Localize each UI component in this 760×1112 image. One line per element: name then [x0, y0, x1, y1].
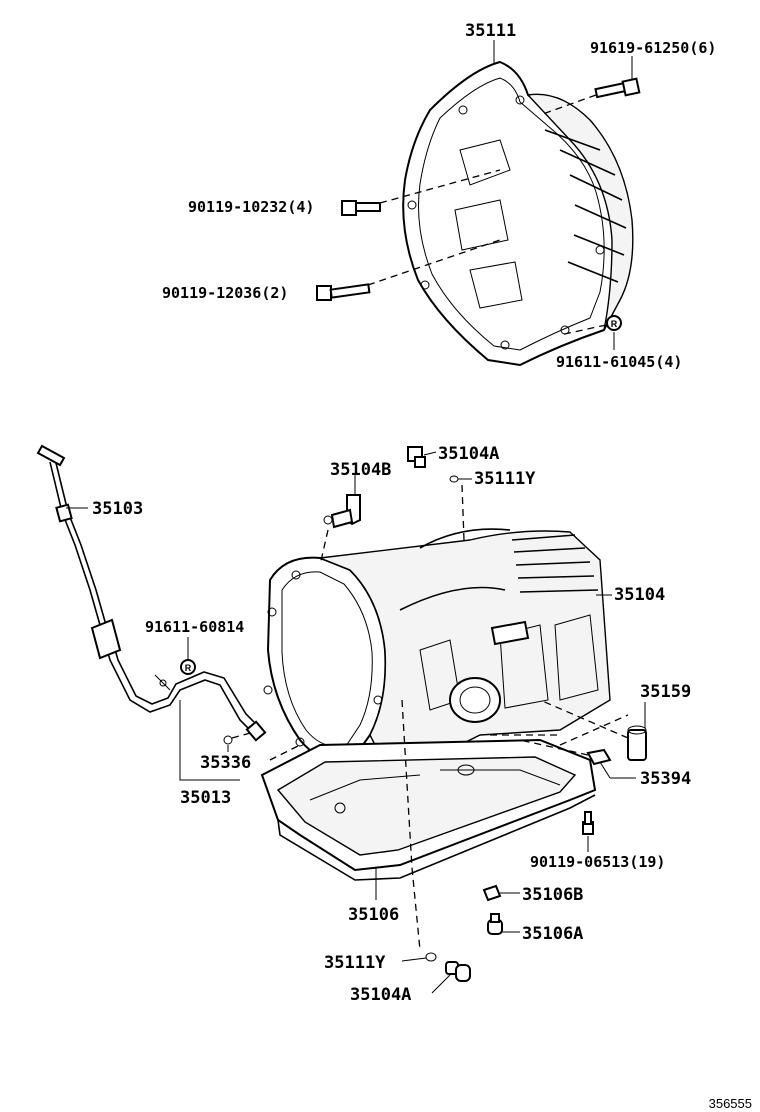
filler-tube-35013-drawing	[90, 618, 267, 742]
label-91611-61045: 91611-61045(4)	[556, 353, 682, 371]
label-35104A-top: 35104A	[438, 444, 499, 464]
oil-pan-drawing	[260, 738, 597, 881]
oring-35111Y-top-icon	[449, 475, 465, 541]
label-91619-61250: 91619-61250(6)	[590, 39, 716, 57]
reference-number: 356555	[709, 1096, 752, 1111]
washer-91611-60814-icon: R	[180, 659, 196, 675]
plug-35104A-top-icon	[407, 446, 426, 468]
transmission-case-drawing	[263, 528, 611, 766]
label-35106: 35106	[348, 905, 399, 925]
oring-35111Y-bottom-icon	[425, 952, 437, 962]
label-90119-06513: 90119-06513(19)	[530, 853, 665, 871]
bolt-90119-06513-icon	[582, 811, 594, 835]
part-35394-icon	[519, 739, 612, 766]
label-90119-10232: 90119-10232(4)	[188, 198, 314, 216]
bolt-90119-12036-icon	[316, 239, 501, 301]
label-35111Y-top: 35111Y	[474, 469, 536, 489]
label-35103: 35103	[92, 499, 143, 519]
label-35104: 35104	[614, 585, 665, 605]
oring-35336-icon	[223, 731, 255, 745]
dipstick-35103-drawing	[36, 444, 107, 626]
plug-35104A-bottom-icon	[445, 961, 471, 982]
label-35104A-bottom: 35104A	[350, 985, 411, 1005]
bell-housing-drawing	[402, 60, 634, 367]
label-90119-12036: 90119-12036(2)	[162, 284, 288, 302]
label-35106B: 35106B	[522, 885, 583, 905]
label-35013: 35013	[180, 788, 231, 808]
svg-text:R: R	[611, 319, 618, 329]
label-35111: 35111	[465, 21, 516, 41]
plug-35159-icon	[539, 699, 647, 761]
label-91611-60814: 91611-60814	[145, 618, 244, 636]
label-35104B: 35104B	[330, 460, 391, 480]
bolt-90119-10232-icon	[341, 169, 501, 216]
label-35111Y-bottom: 35111Y	[324, 953, 386, 973]
label-35394: 35394	[640, 769, 691, 789]
fitting-35104B-icon	[319, 494, 361, 566]
label-35106A: 35106A	[522, 924, 583, 944]
part-35106A-icon	[487, 913, 503, 935]
bolt-91619-icon	[539, 77, 641, 116]
washer-91611-61045-icon: R	[559, 315, 622, 336]
label-35336: 35336	[200, 753, 251, 773]
label-35159: 35159	[640, 682, 691, 702]
part-35106B-icon	[482, 884, 502, 902]
svg-text:R: R	[185, 663, 192, 673]
